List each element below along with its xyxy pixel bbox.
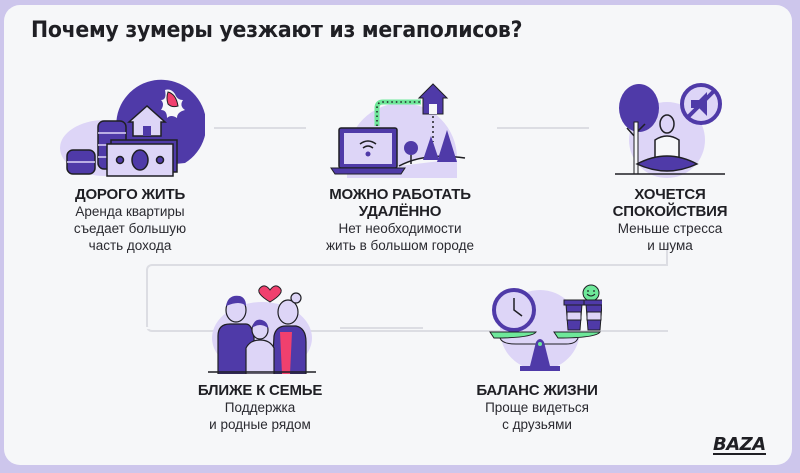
reason-life-balance: БАЛАНС ЖИЗНИ Проще видеться с друзьями <box>457 280 617 433</box>
reason-text-line: Меньше стресса <box>617 221 723 236</box>
reason-text-line: с друзьями <box>502 417 572 432</box>
reason-heading: МОЖНО РАБОТАТЬ <box>329 186 471 203</box>
life-balance-icon <box>489 284 602 371</box>
reason-family: БЛИЖЕ К СЕМЬЕ Поддержка и родные рядом <box>180 278 340 433</box>
reason-expensive-living: ДОРОГО ЖИТЬ Аренда квартиры съедает боль… <box>50 78 210 254</box>
reason-text-line: Аренда квартиры <box>75 204 185 219</box>
baza-logo: BAZA <box>713 434 766 455</box>
reason-text-line: жить в большом городе <box>326 238 474 253</box>
connector-line <box>497 127 589 129</box>
reason-text-line: часть дохода <box>88 238 172 253</box>
reason-heading: УДАЛЁННО <box>358 203 442 220</box>
infographic-card <box>4 5 792 465</box>
connector-line <box>214 127 306 129</box>
page-title: Почему зумеры уезжают из мегаполисов? <box>31 18 523 43</box>
reason-heading: ДОРОГО ЖИТЬ <box>74 186 186 203</box>
reason-text-line: и шума <box>647 238 693 253</box>
connector-line <box>146 264 668 332</box>
reason-remote-work: МОЖНО РАБОТАТЬ УДАЛЁННО Нет необходимост… <box>300 78 500 254</box>
connector-line <box>666 244 668 266</box>
calm-meditation-icon <box>615 83 725 178</box>
connector-line <box>340 327 423 329</box>
reason-text-line: съедает большую <box>73 221 187 236</box>
reason-heading: БЛИЖЕ К СЕМЬЕ <box>197 382 323 399</box>
reason-heading: БАЛАНС ЖИЗНИ <box>476 382 598 399</box>
family-icon <box>208 285 316 374</box>
reason-heading: ХОЧЕТСЯ <box>634 186 706 203</box>
remote-work-icon <box>330 83 466 178</box>
reason-text-line: Нет необходимости <box>338 221 462 236</box>
reason-text-line: и родные рядом <box>209 417 311 432</box>
connector-line <box>146 327 191 329</box>
reason-heading: СПОКОЙСТВИЯ <box>612 203 728 220</box>
reason-text-line: Поддержка <box>224 400 296 415</box>
expensive-living-icon <box>60 79 205 177</box>
reason-calm: ХОЧЕТСЯ СПОКОЙСТВИЯ Меньше стресса и шум… <box>590 78 750 254</box>
reason-text-line: Проще видеться <box>485 400 589 415</box>
